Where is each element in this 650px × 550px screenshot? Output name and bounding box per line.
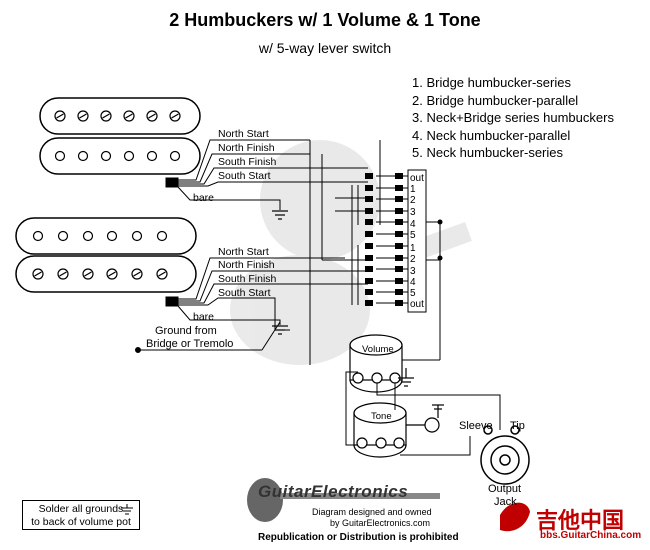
- neck-pole-screws: [54, 110, 181, 122]
- switch-label-bottom-5: 5: [410, 288, 416, 299]
- jack-sleeve-label: Sleeve: [459, 420, 493, 432]
- switch-jumpers: [309, 140, 441, 365]
- bridge-pole-screw-slot: [133, 271, 141, 277]
- ground-symbol-bridge: [272, 325, 288, 335]
- switch-lug: [365, 266, 373, 272]
- ground-source-label: Bridge or Tremolo: [146, 338, 233, 350]
- neck-pole-screw-slot: [102, 113, 110, 119]
- tone-capacitor: [406, 404, 444, 433]
- switch-lug: [365, 243, 373, 249]
- tone-pot: [353, 402, 407, 458]
- watermark-brand-cn: 吉他中国: [536, 508, 625, 533]
- switch-lug: [365, 278, 373, 284]
- bridge-north-finish-label: North Finish: [218, 259, 275, 271]
- switch-lug: [365, 185, 373, 191]
- bridge-pole-screw-slot: [34, 271, 42, 277]
- volume-pot: [349, 334, 403, 393]
- switch-lug: [365, 173, 373, 179]
- bridge-pole-dots: [32, 230, 168, 242]
- position-item-3: 3. Neck+Bridge series humbuckers: [412, 110, 614, 125]
- neck-north-finish-label: North Finish: [218, 142, 275, 154]
- position-item-5: 5. Neck humbucker-series: [412, 145, 563, 160]
- neck-pole-screw-slot: [148, 113, 156, 119]
- logo-credit-line1: Diagram designed and owned: [312, 507, 432, 517]
- neck-pole-screw-slot: [56, 113, 64, 119]
- page-subtitle: w/ 5-way lever switch: [258, 40, 392, 56]
- bridge-south-finish-label: South Finish: [218, 273, 277, 285]
- switch-label-top-out: out: [410, 173, 424, 184]
- five-way-switch: [407, 169, 427, 313]
- neck-north-start-label: North Start: [218, 128, 269, 140]
- switch-lug: [365, 196, 373, 202]
- solder-note-line1: Solder all grounds: [38, 503, 124, 515]
- switch-lug: [365, 231, 373, 237]
- switch-label-top-2: 2: [410, 195, 416, 206]
- logo-credit-line2: by GuitarElectronics.com: [330, 518, 431, 528]
- watermark-dragon-icon: [500, 502, 530, 532]
- switch-lug: [365, 255, 373, 261]
- switch-label-top-5: 5: [410, 230, 416, 241]
- ground-symbol-note: [121, 504, 133, 515]
- neck-bare-label: bare: [193, 192, 214, 204]
- solder-note-box: Solder all grounds to back of volume pot: [22, 500, 140, 530]
- watermark-figure: [230, 140, 472, 365]
- bridge-pole-screw-slot: [158, 271, 166, 277]
- logo-copyright-line: Republication or Distribution is prohibi…: [258, 532, 459, 543]
- logo-guitar-icon: [247, 478, 440, 522]
- brand-logo-text: GuitarElectronics: [258, 482, 409, 501]
- bridge-bare-label: bare: [193, 311, 214, 323]
- neck-humbucker: [39, 97, 201, 175]
- jack-output-label: Output: [488, 483, 521, 495]
- position-item-1: 1. Bridge humbucker-series: [412, 75, 571, 90]
- switch-lugs: [365, 173, 443, 306]
- bridge-south-start-label: South Start: [218, 287, 271, 299]
- switch-label-top-4: 4: [410, 219, 416, 230]
- ground-symbol-volume: [398, 368, 414, 387]
- watermark-url: bbs.GuitarChina.com: [540, 530, 642, 541]
- switch-top-labels: out 1 2 3 4 5: [410, 173, 424, 241]
- switch-label-bottom-out: out: [410, 299, 424, 310]
- neck-south-start-label: South Start: [218, 170, 271, 182]
- switch-label-bottom-2: 2: [410, 254, 416, 265]
- switch-bottom-labels: 1 2 3 4 5 out: [410, 243, 424, 310]
- output-jack: [480, 425, 530, 485]
- ground-wire-bridge: [135, 321, 281, 353]
- switch-label-top-1: 1: [410, 184, 416, 195]
- jack-tip-label: Tip: [510, 420, 525, 432]
- position-item-4: 4. Neck humbucker-parallel: [412, 127, 571, 143]
- page-title: 2 Humbuckers w/ 1 Volume & 1 Tone: [169, 10, 481, 30]
- bridge-pole-screw-slot: [108, 271, 116, 277]
- neck-pole-screw-slot: [79, 113, 87, 119]
- switch-positions-list: 1. Bridge humbucker-series 2. Bridge hum…: [412, 74, 614, 162]
- neck-south-finish-label: South Finish: [218, 156, 277, 168]
- jack-jack-label: Jack: [494, 496, 517, 508]
- pot-wires: [345, 371, 501, 456]
- bridge-pole-screws: [32, 268, 168, 280]
- switch-label-bottom-3: 3: [410, 266, 416, 277]
- ground-symbol-neck: [272, 210, 288, 220]
- switch-lug: [365, 289, 373, 295]
- volume-pot-label: Volume: [362, 344, 394, 355]
- bridge-north-start-label: North Start: [218, 246, 269, 258]
- bridge-wire-bundle: [165, 257, 368, 331]
- switch-lug: [365, 300, 373, 306]
- solder-note-line2: to back of volume pot: [31, 516, 131, 528]
- ground-from-label: Ground from: [155, 325, 217, 337]
- bridge-pole-screw-slot: [84, 271, 92, 277]
- switch-lug: [365, 219, 373, 225]
- position-item-2: 2. Bridge humbucker-parallel: [412, 92, 579, 108]
- tone-pot-label: Tone: [371, 411, 392, 422]
- switch-label-bottom-1: 1: [410, 243, 416, 254]
- bridge-humbucker: [15, 217, 197, 293]
- neck-pole-screw-slot: [125, 113, 133, 119]
- switch-label-top-3: 3: [410, 207, 416, 218]
- neck-pole-dots: [54, 150, 181, 162]
- bridge-pole-screw-slot: [59, 271, 67, 277]
- neck-wire-bundle: [165, 139, 368, 210]
- switch-label-bottom-4: 4: [410, 277, 416, 288]
- neck-pole-screw-slot: [171, 113, 179, 119]
